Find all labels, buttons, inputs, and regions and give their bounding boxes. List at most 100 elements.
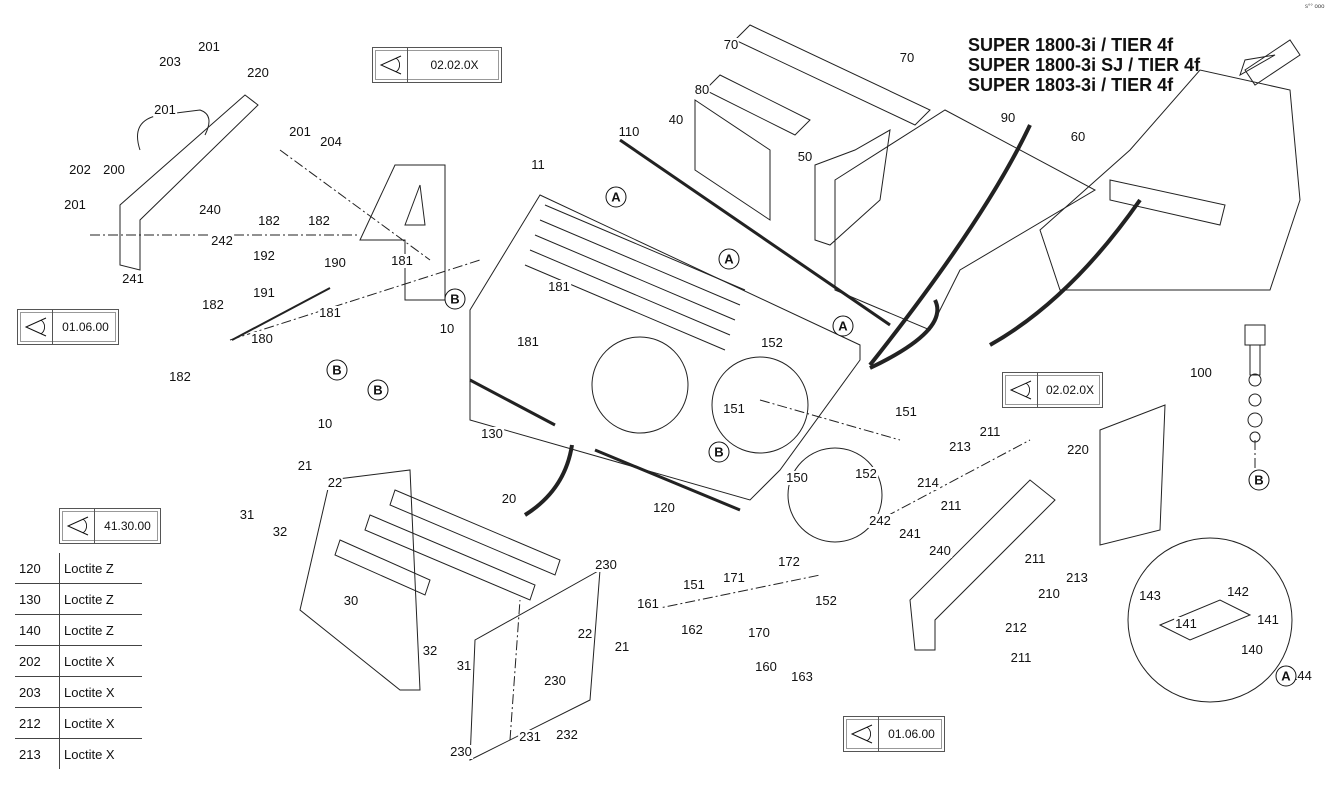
part-callout: 230 [543, 673, 567, 688]
detail-marker: B [326, 359, 348, 381]
reference-box[interactable]: 01.06.00 [17, 309, 119, 345]
part-callout: 220 [246, 65, 270, 80]
detail-marker: A [832, 315, 854, 337]
part-callout: 210 [1037, 586, 1061, 601]
part-callout: 150 [785, 470, 809, 485]
eye-icon [1003, 373, 1038, 407]
part-callout: 201 [63, 197, 87, 212]
panel-20b [364, 514, 536, 601]
part-callout: 141 [1174, 616, 1198, 631]
part-callout: 152 [814, 593, 838, 608]
hood-panel [469, 194, 861, 501]
fastener-stack-100 [1244, 324, 1266, 376]
arrow-to-hood-right [868, 124, 1032, 367]
part-callout: 143 [1138, 588, 1162, 603]
reference-box[interactable]: 41.30.00 [59, 508, 161, 544]
reference-code: 41.30.00 [104, 519, 151, 533]
part-callout: 130 [480, 426, 504, 441]
reference-box[interactable]: 02.02.0X [372, 47, 502, 83]
part-callout: 100 [1189, 365, 1213, 380]
part-callout: 30 [342, 593, 360, 608]
detail-marker: B [708, 441, 730, 463]
part-callout: 151 [682, 577, 706, 592]
part-callout: 181 [318, 305, 342, 320]
part-callout: 31 [238, 507, 256, 522]
part-callout: 191 [252, 285, 276, 300]
part-callout: 110 [617, 124, 641, 139]
part-callout: 21 [613, 639, 631, 654]
detail-circle-2 [711, 356, 809, 454]
plate-70 [734, 24, 931, 126]
part-callout: 10 [438, 321, 456, 336]
reference-box[interactable]: 01.06.00 [843, 716, 945, 752]
part-callout: 202 [68, 162, 92, 177]
part-callout: 211 [978, 424, 1002, 439]
part-callout: 22 [576, 626, 594, 641]
part-callout: 232 [555, 727, 579, 742]
part-number: 140 [15, 614, 60, 646]
part-callout: 32 [421, 643, 439, 658]
part-callout: 230 [449, 744, 473, 759]
part-number: 130 [15, 583, 60, 615]
part-callout: 200 [102, 162, 126, 177]
arrow-direction-top [1239, 39, 1301, 86]
part-callout: 182 [201, 297, 225, 312]
reference-box[interactable]: 02.02.0X [1002, 372, 1103, 408]
part-callout: 163 [790, 669, 814, 684]
part-callout: 141 [1256, 612, 1280, 627]
plate-80 [704, 74, 811, 136]
bracket-200 [119, 94, 259, 271]
part-callout: 32 [271, 524, 289, 539]
model-line: SUPER 1803-3i / TIER 4f [968, 75, 1174, 95]
letter-A-panel [359, 164, 446, 301]
part-callout: 213 [1065, 570, 1089, 585]
side-frame-left [299, 469, 421, 691]
part-callout: 220 [1066, 442, 1090, 457]
part-callout: 21 [296, 458, 314, 473]
part-callout: 212 [1004, 620, 1028, 635]
seal-strip-110 [619, 138, 891, 327]
reference-code: 01.06.00 [888, 727, 935, 741]
eye-icon [60, 509, 95, 543]
part-callout: 203 [158, 54, 182, 69]
part-callout: 182 [257, 213, 281, 228]
part-number: 202 [15, 645, 60, 677]
detail-circle-1 [591, 336, 689, 434]
detail-marker: B [1248, 469, 1270, 491]
bracket-210 [909, 479, 1056, 651]
part-callout: 181 [390, 253, 414, 268]
part-callout: 40 [667, 112, 685, 127]
detail-marker: B [367, 379, 389, 401]
part-callout: 241 [121, 271, 145, 286]
part-callout: 182 [307, 213, 331, 228]
paver-machine [1039, 69, 1301, 291]
arrow-to-hood-from-machine [869, 299, 940, 370]
part-callout: 161 [636, 596, 660, 611]
part-callout: 20 [500, 491, 518, 506]
part-number: 213 [15, 738, 60, 769]
part-callout: 211 [1009, 650, 1033, 665]
part-callout: 171 [722, 570, 746, 585]
part-callout: 11 [530, 157, 546, 172]
part-callout: 162 [680, 622, 704, 637]
model-line: SUPER 1800-3i / TIER 4f [968, 35, 1174, 55]
part-callout: 181 [516, 334, 540, 349]
part-callout: 140 [1240, 642, 1264, 657]
part-callout: 242 [868, 513, 892, 528]
panel-20a [389, 489, 561, 576]
part-callout: 211 [939, 498, 963, 513]
part-callout: 31 [455, 658, 473, 673]
part-callout: 142 [1226, 584, 1250, 599]
adhesive-name: Loctite X [64, 746, 115, 762]
part-callout: 242 [210, 233, 234, 248]
detail-marker: A [605, 186, 627, 208]
part-callout: 240 [928, 543, 952, 558]
part-callout: 240 [198, 202, 222, 217]
plate-60 [834, 109, 1097, 331]
